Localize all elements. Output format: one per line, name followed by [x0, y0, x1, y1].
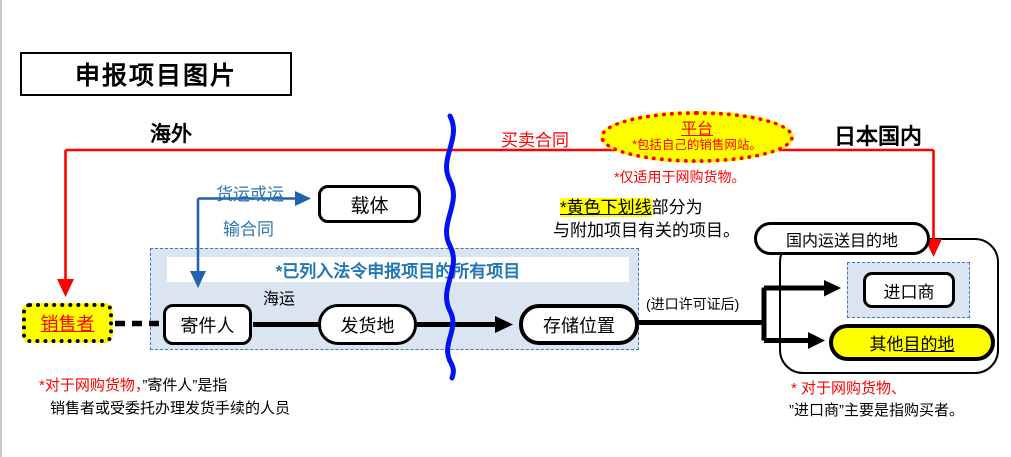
- domestic-label: 日本国内: [834, 124, 923, 149]
- sea-freight-label: 海运: [263, 291, 296, 308]
- footnote-left-red: *对于网购货物，: [39, 377, 143, 394]
- footnote-right-line1: * 对于网购货物、: [791, 380, 907, 397]
- other-destination-prefix: 其他: [869, 335, 904, 354]
- footnote-left-black: ”寄件人”是指: [142, 377, 228, 394]
- declared-items-header: *已列入法令申报项目的所有项目: [167, 257, 629, 282]
- legend-line1: *黄色下划线部分为: [560, 193, 703, 218]
- freight-contract-line1: 货运或运: [216, 185, 284, 204]
- seller-node: 销售者: [22, 303, 113, 343]
- footnote-left-line2: 销售者或受委托办理发货手续的人员: [50, 400, 291, 417]
- legend-highlighted-part: *黄色下划线: [560, 198, 652, 217]
- sender-node: 寄件人: [163, 304, 252, 345]
- legend-line2: 与附加项目有关的项目。: [553, 221, 740, 240]
- freight-contract-line2: 输合同: [223, 220, 274, 239]
- domestic-destination-node: 国内运送目的地: [754, 222, 930, 255]
- platform-title: 平台: [680, 121, 713, 139]
- shipping-place-node: 发货地: [318, 304, 417, 345]
- page-title: 申报项目图片: [20, 52, 292, 96]
- footnote-right-line2: ”进口商”主要是指购买者。: [789, 402, 964, 419]
- seller-label: 销售者: [40, 314, 95, 334]
- legend-rest-part: 部分为: [651, 198, 703, 217]
- after-permit-label: (进口许可证后): [646, 296, 740, 312]
- carrier-node: 载体: [318, 185, 421, 223]
- blue-arrowhead-carrier: [295, 191, 311, 206]
- footnote-left-line1: *对于网购货物，”寄件人”是指: [39, 374, 227, 395]
- platform-note: *包括自己的销售网站。: [632, 137, 762, 152]
- other-destination-node: 其他目的地: [829, 324, 995, 361]
- overseas-label: 海外: [150, 123, 192, 146]
- importer-node: 进口商: [863, 272, 955, 308]
- platform-node: 平台 *包括自己的销售网站。: [600, 111, 794, 163]
- red-arrowhead-seller: [57, 279, 74, 297]
- other-destination-underlined: 目的地: [903, 335, 955, 354]
- sales-contract-label: 买卖合同: [501, 131, 569, 150]
- storage-location-node: 存储位置: [519, 304, 639, 345]
- platform-subnote: *仅适用于网购货物。: [614, 169, 746, 185]
